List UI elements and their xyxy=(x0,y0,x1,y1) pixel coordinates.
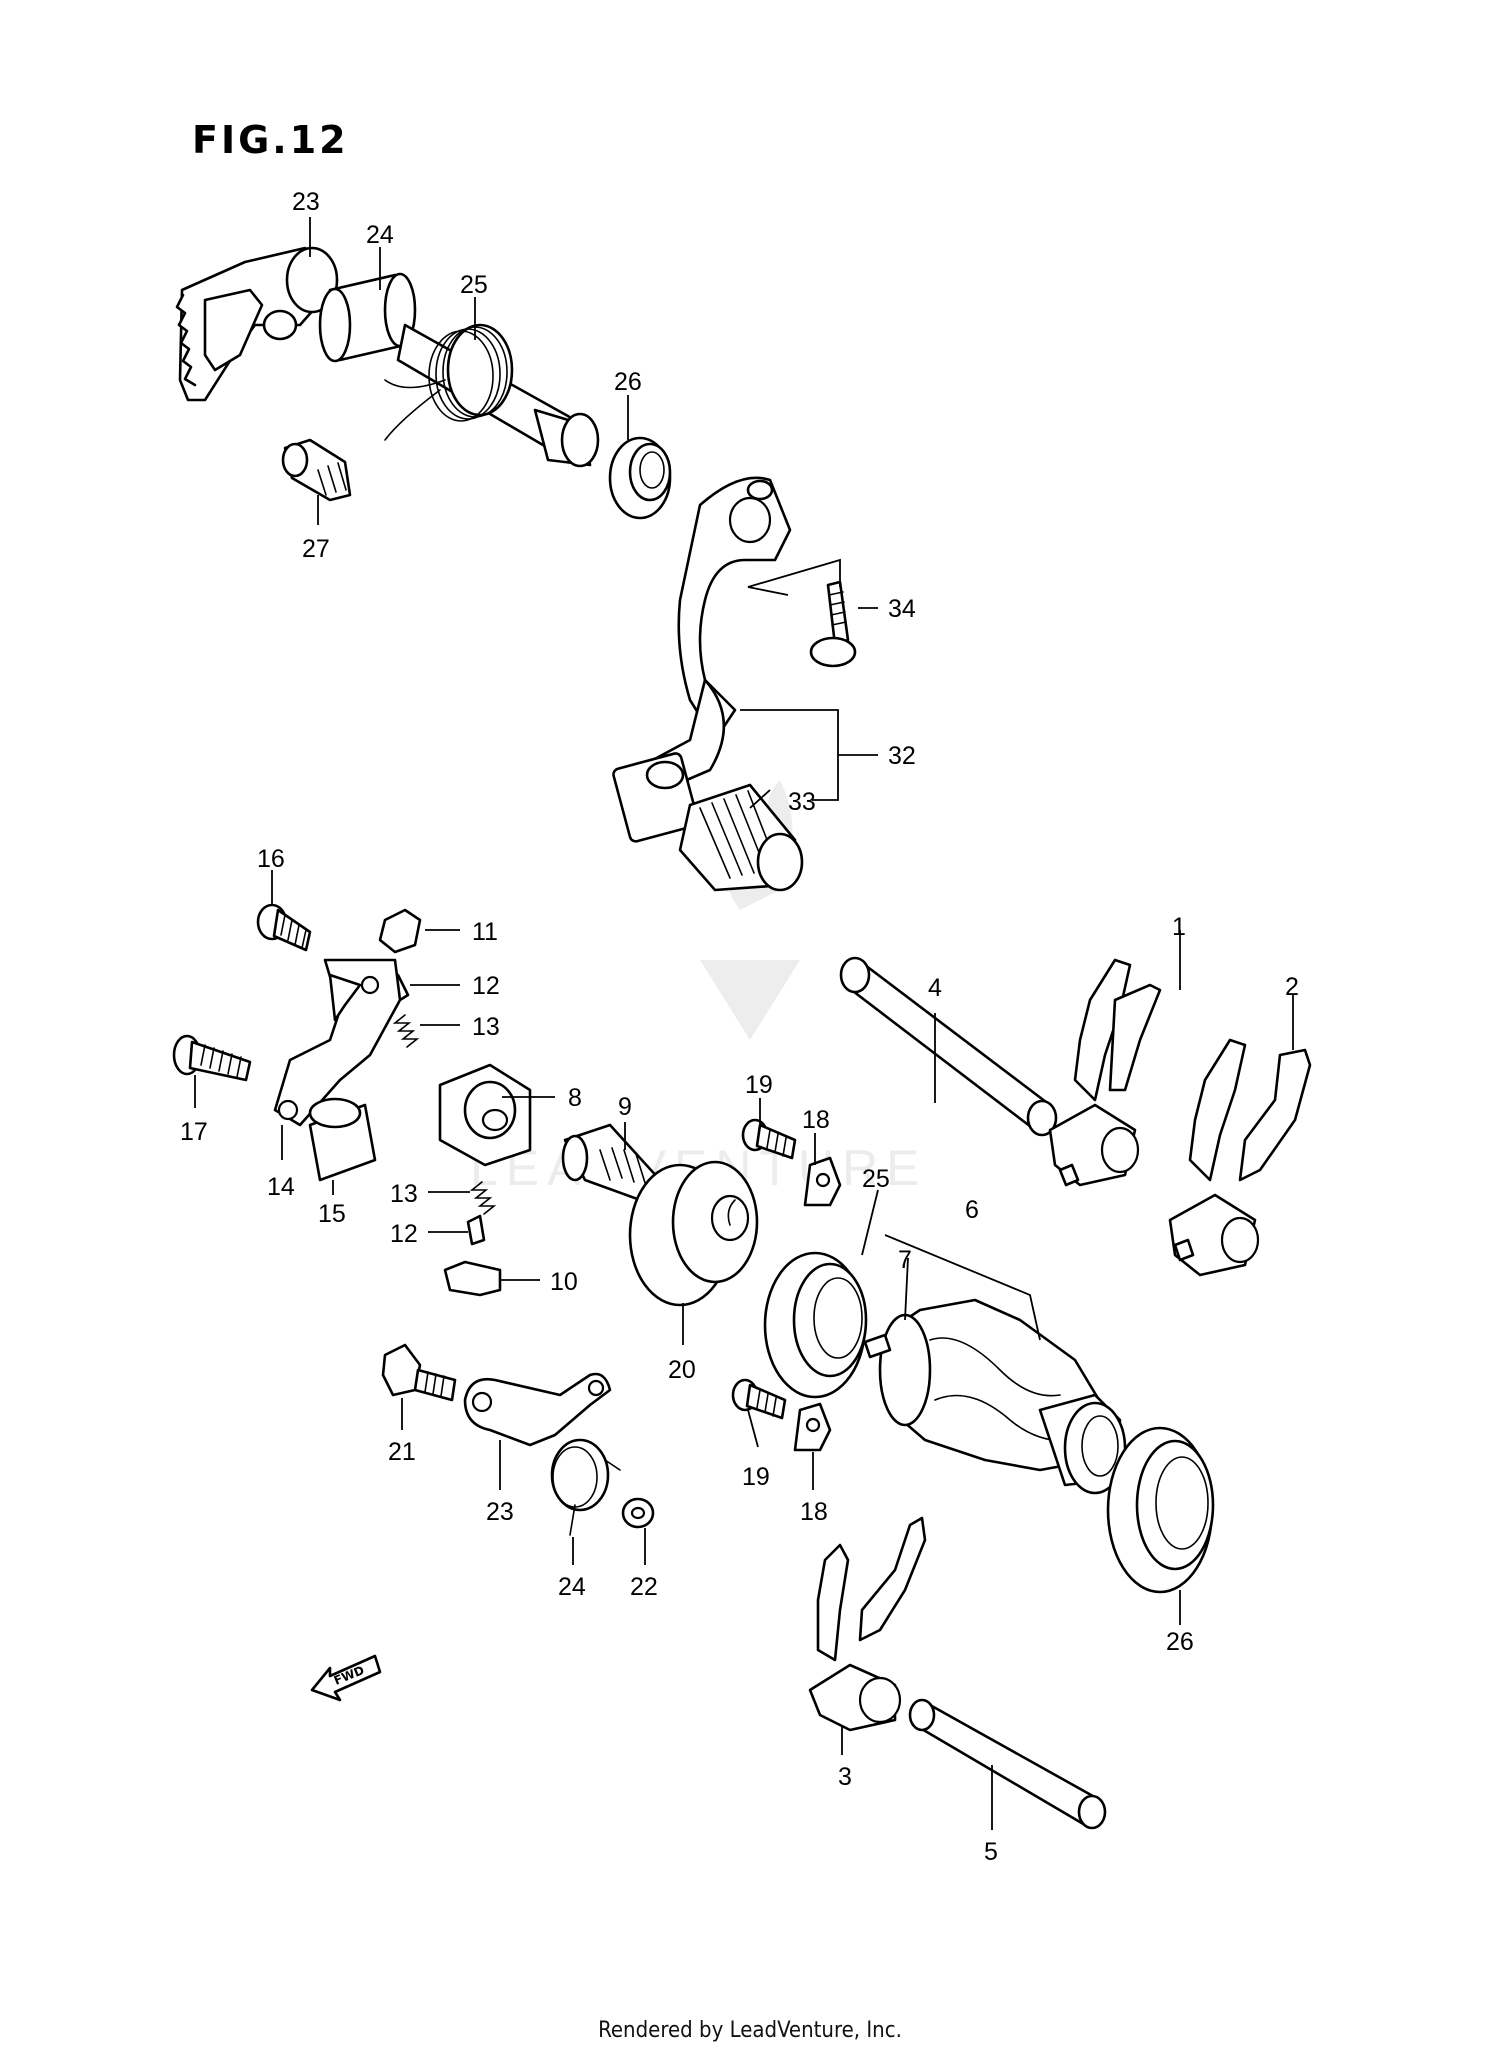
callout-31: 27 xyxy=(302,535,330,563)
callouts: 23 24 25 26 27 34 32 33 16 11 12 13 8 9 … xyxy=(180,188,1299,1866)
part-17-bolt xyxy=(172,1034,252,1082)
part-19-bolt-lower xyxy=(731,1378,787,1420)
part-23-shift-arm xyxy=(463,1372,612,1447)
callout-14: 14 xyxy=(267,1173,295,1201)
part-24-spring xyxy=(550,1438,621,1536)
callout-8: 8 xyxy=(568,1084,582,1112)
part-33-lever-tip xyxy=(678,783,804,892)
callout-30: 26 xyxy=(614,368,642,396)
callout-17: 17 xyxy=(180,1118,208,1146)
callout-13b: 13 xyxy=(390,1180,418,1208)
part-14-pawl-lifter xyxy=(273,958,402,1127)
part-29-return-spring xyxy=(384,323,514,441)
callout-3: 3 xyxy=(838,1763,852,1791)
callout-19b: 19 xyxy=(742,1463,770,1491)
callout-4: 4 xyxy=(928,974,942,1002)
callout-11: 11 xyxy=(472,918,498,946)
callout-10: 10 xyxy=(550,1268,578,1296)
callout-22: 22 xyxy=(630,1573,658,1601)
callout-29: 25 xyxy=(460,271,488,299)
leader-lines xyxy=(194,217,1294,1830)
part-7-drum-pin xyxy=(863,1333,892,1359)
part-6-shift-drum xyxy=(878,1298,1127,1495)
part-20-shift-cam xyxy=(628,1160,759,1307)
part-34-lever-bolt xyxy=(809,580,857,668)
part-19-bolt-upper xyxy=(741,1118,797,1160)
part-13-spring-upper xyxy=(392,1014,420,1048)
part-27-shift-shaft-sector xyxy=(175,246,339,402)
callout-12a: 12 xyxy=(472,972,500,1000)
callout-6: 6 xyxy=(965,1196,979,1224)
part-30-oil-seal xyxy=(608,436,672,520)
part-18-stopper-lower xyxy=(793,1402,832,1452)
callout-34: 34 xyxy=(888,595,916,623)
part-12-pin-lower xyxy=(466,1214,486,1246)
part-3-shift-fork xyxy=(808,1516,927,1732)
callout-33: 33 xyxy=(788,788,816,816)
part-11-pawl xyxy=(378,908,422,954)
callout-21: 21 xyxy=(388,1438,416,1466)
part-1-shift-fork xyxy=(1048,958,1162,1187)
callout-28: 24 xyxy=(366,221,394,249)
callout-18b: 18 xyxy=(800,1498,828,1526)
part-8-cam-gear xyxy=(438,1063,532,1167)
part-2-shift-fork xyxy=(1168,1038,1312,1277)
part-18-stopper-upper xyxy=(803,1156,842,1207)
part-16-bolt xyxy=(256,903,312,952)
figure-title: FIG.12 xyxy=(192,118,349,162)
callout-32: 32 xyxy=(888,742,916,770)
part-10-pawl xyxy=(443,1260,502,1297)
part-4-fork-shaft xyxy=(839,956,1058,1137)
callout-13a: 13 xyxy=(472,1013,500,1041)
callout-25: 25 xyxy=(862,1165,890,1193)
part-31-bolt xyxy=(281,438,352,502)
part-25-bearing xyxy=(763,1251,868,1399)
callout-9: 9 xyxy=(618,1093,632,1121)
part-21-bolt xyxy=(381,1343,457,1402)
footer-credit: Rendered by LeadVenture, Inc. xyxy=(598,2018,902,2043)
part-15-collar xyxy=(308,1097,377,1182)
callout-16: 16 xyxy=(257,845,285,873)
part-22-washer xyxy=(621,1497,655,1529)
callout-7: 7 xyxy=(898,1246,912,1274)
part-9-drum-shaft xyxy=(561,1123,662,1202)
callout-1: 1 xyxy=(1172,913,1186,941)
callout-23: 23 xyxy=(486,1498,514,1526)
part-5-fork-shaft xyxy=(908,1698,1107,1830)
callout-12b: 12 xyxy=(390,1220,418,1248)
callout-15: 15 xyxy=(318,1200,346,1228)
part-26-bearing xyxy=(1106,1426,1215,1594)
callout-19a: 19 xyxy=(745,1071,773,1099)
part-13-spring-lower xyxy=(469,1181,497,1215)
callout-26: 26 xyxy=(1166,1628,1194,1656)
callout-18a: 18 xyxy=(802,1106,830,1134)
fwd-arrow-icon: FWD xyxy=(310,1654,382,1702)
callout-24: 24 xyxy=(558,1573,586,1601)
part-32-shift-lever xyxy=(612,476,792,843)
callout-20: 20 xyxy=(668,1356,696,1384)
callout-5: 5 xyxy=(984,1838,998,1866)
callout-2: 2 xyxy=(1285,973,1299,1001)
callout-27: 23 xyxy=(292,188,320,216)
